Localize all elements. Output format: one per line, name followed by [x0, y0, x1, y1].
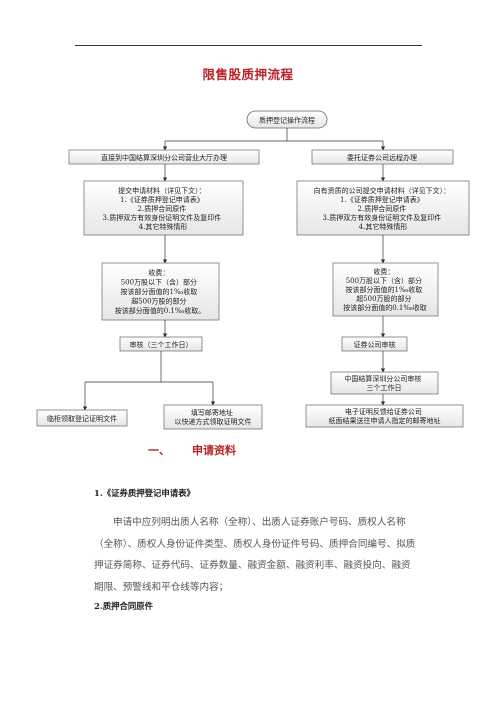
fee-line: 按该部分面值的1‰收取: [120, 287, 197, 296]
item1-heading: 1.《证券质押登记申请表》: [94, 488, 195, 498]
item1-paragraph: 申请中应列明出质人名称（全称）、出质人证券账户号码、质权人名称（全称）、质权人身…: [94, 512, 418, 598]
materials-line: 4.其它特殊情形: [139, 222, 188, 231]
section-title: 申请资料: [192, 444, 236, 457]
section-number: 一、: [148, 444, 170, 457]
process-flowchart: 质押登记操作流程 直接到中国结算深圳分公司营业大厅办理 委托证券公司远程办理 提…: [36, 110, 470, 430]
right-output-line: 电子证明反馈给证券公司: [345, 407, 422, 416]
materials-line: 2.质押合同原件: [358, 204, 407, 213]
materials-line: 1.《证券质押登记申请表》: [340, 195, 424, 204]
section-heading: 一、 申请资料: [148, 442, 236, 458]
svg-text:中国结算深圳分公司审核 三个工作日: 中国结算深圳分公司审核 三个工作日: [344, 374, 423, 392]
left-materials-node: [83, 180, 244, 236]
materials-line: 1.《证券质押登记申请表》: [120, 195, 204, 204]
review2-line: 中国结算深圳分公司审核: [344, 374, 421, 383]
fee-line: 500万股以下（含）部分: [346, 276, 422, 285]
right-route-label: 委托证券公司远程办理: [347, 153, 417, 162]
svg-text:收费： 500万股以下（含）部分 按该部分面: 收费： 500万股以下（含）部分 按该部分面值的1‰收取 超500万股的部分 按…: [343, 267, 427, 312]
materials-line: 3.质押双方有效身份证明文件及复印件: [323, 213, 442, 222]
svg-text:提交申请材料（详见下文）： 1.《证券质押登记申请表: 提交申请材料（详见下文）： 1.《证券质押登记申请表》 2.质押合同原件 3.质…: [103, 186, 224, 231]
materials-line: 3.质押双方有效身份证明文件及复印件: [103, 213, 222, 222]
review2-line: 三个工作日: [367, 383, 402, 392]
right-route-node: [311, 149, 454, 165]
fee-line: 超500万股的部分: [356, 294, 411, 303]
materials-line: 2.质押合同原件: [138, 204, 187, 213]
svg-text:收费： 500万股以下（含）部分 按该部分面: 收费： 500万股以下（含）部分 按该部分面值的1‰收取 超500万股的部分 按…: [115, 268, 206, 315]
left-route-label: 直接到中国结算深圳分公司营业大厅办理: [101, 153, 227, 162]
right-review-label: 证券公司审核: [354, 340, 396, 349]
left-output-a-label: 临柜领取登记证明文件: [47, 414, 117, 423]
materials-line: 4.其它特殊情形: [359, 222, 408, 231]
flow-start-label: 质押登记操作流程: [259, 116, 315, 125]
left-review-label: 审核（三个工作日）: [130, 340, 193, 349]
svg-text:电子证明反馈给证券公司 纸面结果送往申请人指定的邮寄: 电子证明反馈给证券公司 纸面结果送往申请人指定的邮寄地址: [329, 407, 441, 425]
right-review2-node: [330, 371, 439, 395]
right-output-node: [305, 404, 464, 428]
header-rule: [75, 45, 422, 46]
fee-line: 500万股以下（含）部分: [121, 278, 197, 287]
left-fee-node: [101, 262, 220, 321]
svg-text:填写邮寄地址 以快递方式领取证明文件: 填写邮寄地址 以快递方式领取证明文件: [175, 408, 252, 426]
item1-paragraph-text: 申请中应列明出质人名称（全称）、出质人证券账户号码、质权人名称（全称）、质权人身…: [94, 517, 416, 593]
left-output-b-node: [163, 404, 263, 430]
right-fee-node: [332, 262, 439, 317]
fee-line: 按该部分面值的0.1‰收取。: [115, 306, 206, 315]
right-materials-node: [296, 180, 470, 236]
output-b-line: 填写邮寄地址: [191, 408, 233, 417]
materials-line: 向有资质的公司提交申请材料（详见下文）：: [314, 186, 451, 195]
fee-line: 按该部分面值的1‰收取: [345, 285, 422, 294]
output-b-line: 以快递方式领取证明文件: [175, 417, 252, 426]
fee-line: 超500万股的部分: [131, 297, 186, 306]
fee-line: 按该部分面值的0.1‰收取: [343, 303, 427, 312]
fee-line: 收费：: [148, 268, 169, 277]
materials-line: 提交申请材料（详见下文）：: [118, 186, 206, 195]
left-route-node: [68, 149, 260, 165]
page-title: 限售股质押流程: [202, 67, 294, 82]
svg-text:向有资质的公司提交申请材料（详见下文）： 1.《证券: 向有资质的公司提交申请材料（详见下文）： 1.《证券质押登记申请表》 2.质押合…: [314, 186, 453, 231]
item2-heading: 2.质押合同原件: [94, 601, 153, 611]
right-review-node: [341, 336, 408, 352]
fee-line: 收费：: [373, 267, 394, 276]
left-output-a-node: [36, 409, 128, 427]
right-output-line: 纸面结果送往申请人指定的邮寄地址: [329, 416, 441, 425]
